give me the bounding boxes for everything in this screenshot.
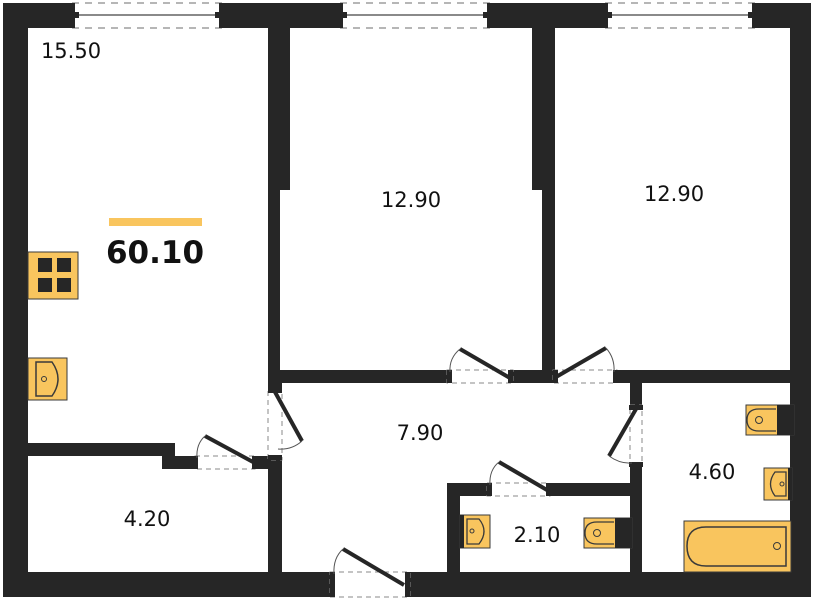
- walls: [3, 3, 811, 597]
- windows: [72, 2, 755, 29]
- toilet-icon: [745, 404, 795, 436]
- room-area-bedroom-2: 12.90: [643, 182, 705, 206]
- door-storage[interactable]: [193, 434, 257, 470]
- room-area-kitchen-living: 15.50: [40, 39, 102, 63]
- sink-icon: [459, 514, 491, 549]
- door-bedroom-1[interactable]: [446, 347, 514, 384]
- stove-icon: [27, 251, 79, 300]
- room-area-bedroom-1: 12.90: [380, 188, 442, 212]
- room-area-hallway: 7.90: [396, 421, 444, 445]
- room-area-toilet: 2.10: [513, 523, 561, 547]
- total-area: 60.10: [105, 235, 205, 271]
- door-toilet[interactable]: [486, 460, 551, 497]
- doors: [193, 346, 643, 598]
- sink-icon: [27, 357, 68, 401]
- fixtures: [27, 251, 795, 573]
- door-bedroom-2[interactable]: [552, 346, 618, 384]
- bathtub-icon: [683, 520, 792, 573]
- toilet-icon: [583, 517, 633, 549]
- window-bedroom-1: [340, 2, 490, 29]
- window-kitchen: [72, 2, 222, 29]
- door-kitchen[interactable]: [267, 388, 304, 461]
- total-area-accent-bar: [109, 218, 202, 226]
- window-bedroom-2: [605, 2, 755, 29]
- room-area-bathroom: 4.60: [688, 460, 736, 484]
- door-bathroom[interactable]: [607, 404, 643, 467]
- room-area-storage: 4.20: [123, 507, 171, 531]
- door-entrance[interactable]: [329, 547, 411, 598]
- sink-icon: [763, 467, 793, 501]
